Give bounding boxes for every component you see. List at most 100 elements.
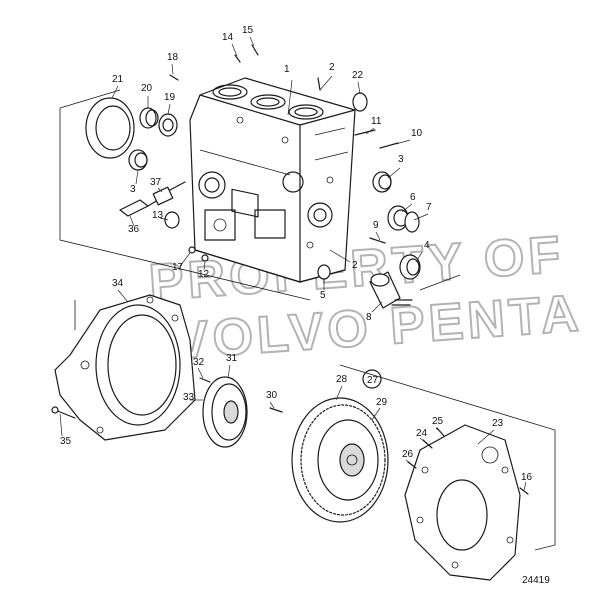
callout-leader <box>59 413 63 437</box>
studs-top <box>169 44 321 91</box>
flywheel-housing <box>54 294 196 441</box>
upper-assembly-frame <box>59 89 461 301</box>
callout-leader <box>335 385 343 401</box>
callout-leader <box>179 252 191 267</box>
callout-2a: 2 <box>329 62 335 73</box>
callout-24: 24 <box>416 428 428 439</box>
pin-9 <box>369 237 386 244</box>
callout-16: 16 <box>521 472 533 483</box>
drawing-number: 24419 <box>522 575 550 586</box>
bearing <box>158 113 178 137</box>
callout-leader <box>287 79 293 116</box>
callout-leader <box>167 103 171 115</box>
callout-leader <box>197 367 204 379</box>
callout-37: 37 <box>150 177 162 188</box>
callout-19: 19 <box>164 92 176 103</box>
callout-leader <box>227 364 231 379</box>
callout-leader <box>159 217 169 221</box>
callout-5: 5 <box>320 290 326 301</box>
callout-11: 11 <box>371 116 382 127</box>
callout-leader <box>419 437 426 443</box>
callout-28: 28 <box>336 374 348 385</box>
callout-34: 34 <box>112 278 124 289</box>
callout-leader <box>111 85 119 99</box>
callout-leader <box>135 169 139 185</box>
callout-leader <box>435 427 439 431</box>
pipe-8 <box>369 271 413 309</box>
callout-20: 20 <box>141 83 153 94</box>
callout-leader <box>117 289 129 303</box>
callout-35: 35 <box>60 436 72 447</box>
callout-leader <box>157 187 163 193</box>
callout-leader <box>401 203 413 213</box>
plug-22 <box>352 92 368 112</box>
callout-leader <box>415 251 423 263</box>
flywheel <box>291 397 389 523</box>
lower-assembly-frame <box>74 300 556 551</box>
plug-13 <box>164 211 180 229</box>
callout-36: 36 <box>128 224 140 235</box>
studs <box>354 129 399 149</box>
callout-13: 13 <box>152 210 164 221</box>
callout-leader <box>387 167 401 179</box>
callout-12: 12 <box>198 269 210 280</box>
callout-18: 18 <box>167 52 179 63</box>
callout-leader <box>523 481 527 491</box>
callout-leader <box>319 75 333 91</box>
callout-15: 15 <box>242 25 254 36</box>
callout-2b: 2 <box>352 260 358 271</box>
callout-leader <box>365 127 375 135</box>
bolts-cover <box>407 427 529 495</box>
callout-26: 26 <box>402 449 414 460</box>
callout-leader <box>405 459 411 464</box>
callout-leader <box>395 139 411 145</box>
callout-25: 25 <box>432 416 444 427</box>
callout-leader <box>129 215 135 227</box>
callout-leader <box>269 401 275 409</box>
callout-leader <box>371 301 383 313</box>
callout-leader <box>171 63 174 75</box>
bolts-plate <box>199 377 283 413</box>
callout-21: 21 <box>112 74 124 85</box>
seals-6-7 <box>387 205 420 233</box>
callout-leader <box>329 249 351 263</box>
callout-leader <box>477 429 495 445</box>
drive-plate <box>202 376 248 448</box>
callout-leader <box>413 213 429 221</box>
plug-left <box>128 149 148 171</box>
callout-leader <box>375 231 381 241</box>
callout-8: 8 <box>366 312 372 323</box>
callout-10: 10 <box>411 128 423 139</box>
callout-leader <box>371 407 381 421</box>
callout-4: 4 <box>424 240 430 251</box>
plug <box>139 107 159 129</box>
callout-31: 31 <box>226 353 238 364</box>
callout-29: 29 <box>376 397 388 408</box>
cylinder-block <box>189 77 356 283</box>
callout-3a: 3 <box>130 184 136 195</box>
callout-23: 23 <box>492 418 504 429</box>
callout-9: 9 <box>373 220 379 231</box>
callout-leader <box>203 261 206 271</box>
callout-14: 14 <box>222 32 234 43</box>
callout-22: 22 <box>352 70 364 81</box>
callout-30: 30 <box>266 390 278 401</box>
callout-33: 33 <box>183 392 195 403</box>
small-plugs <box>188 246 209 262</box>
callout-7: 7 <box>426 202 432 213</box>
plug-right <box>372 171 392 193</box>
callout-17: 17 <box>172 262 184 273</box>
seal-ring <box>85 97 135 159</box>
callout-leader <box>249 36 255 47</box>
seal-4 <box>399 254 421 280</box>
callout-circle <box>362 369 382 389</box>
callout-32: 32 <box>193 357 205 368</box>
plug-5 <box>317 264 331 280</box>
callout-leader <box>231 43 238 57</box>
bolt-35 <box>51 406 76 419</box>
callout-leader <box>357 81 361 95</box>
cover-plate <box>404 424 521 581</box>
